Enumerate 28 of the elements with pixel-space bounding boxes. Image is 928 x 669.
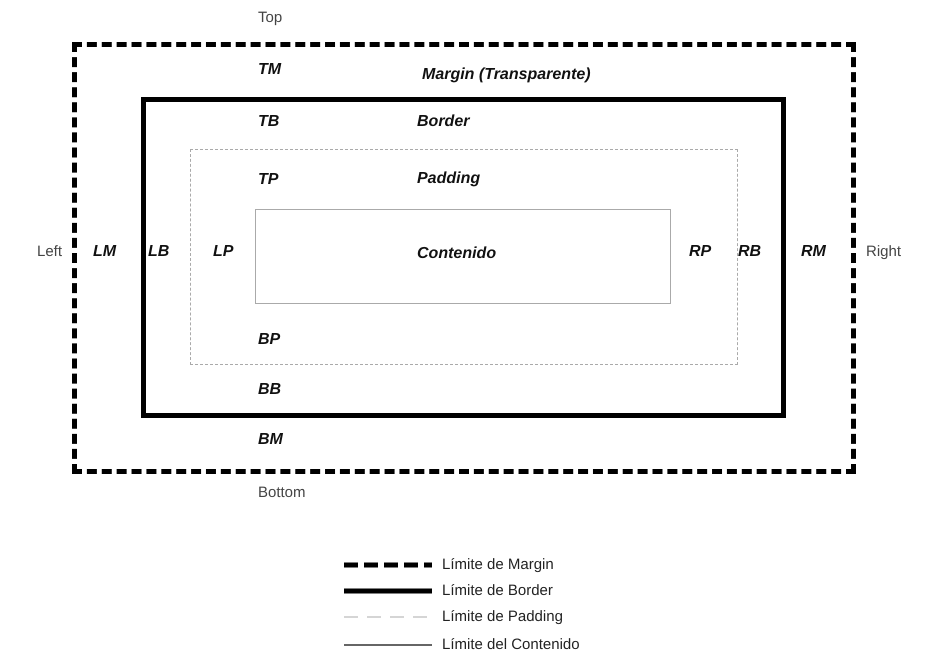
box-label: Margin (Transparente) bbox=[422, 66, 591, 84]
side-code: TB bbox=[258, 113, 280, 131]
side-label: Top bbox=[258, 9, 282, 27]
side-code: TP bbox=[258, 171, 278, 189]
side-code: BM bbox=[258, 431, 283, 449]
content-box bbox=[255, 209, 671, 304]
side-code: RP bbox=[689, 243, 712, 261]
box-label: Padding bbox=[417, 170, 480, 188]
margin-box bbox=[72, 42, 856, 474]
side-label: Left bbox=[37, 243, 62, 261]
side-code: LP bbox=[213, 243, 234, 261]
legend-text: Límite del Contenido bbox=[442, 636, 580, 654]
side-code: BB bbox=[258, 381, 282, 399]
side-label: Right bbox=[866, 243, 902, 261]
side-label: Bottom bbox=[258, 484, 306, 502]
padding-box bbox=[190, 149, 738, 365]
side-code: RB bbox=[738, 243, 762, 261]
box-label: Contenido bbox=[417, 245, 496, 263]
side-code: LM bbox=[93, 243, 116, 261]
legend-text: Límite de Margin bbox=[442, 556, 554, 574]
side-code: BP bbox=[258, 331, 280, 349]
legend-text: Límite de Padding bbox=[442, 608, 563, 626]
border-box bbox=[141, 97, 786, 418]
side-code: TM bbox=[258, 61, 282, 79]
box-label: Border bbox=[417, 113, 470, 131]
side-code: LB bbox=[148, 243, 170, 261]
legend-text: Límite de Border bbox=[442, 582, 553, 600]
side-code: RM bbox=[801, 243, 826, 261]
